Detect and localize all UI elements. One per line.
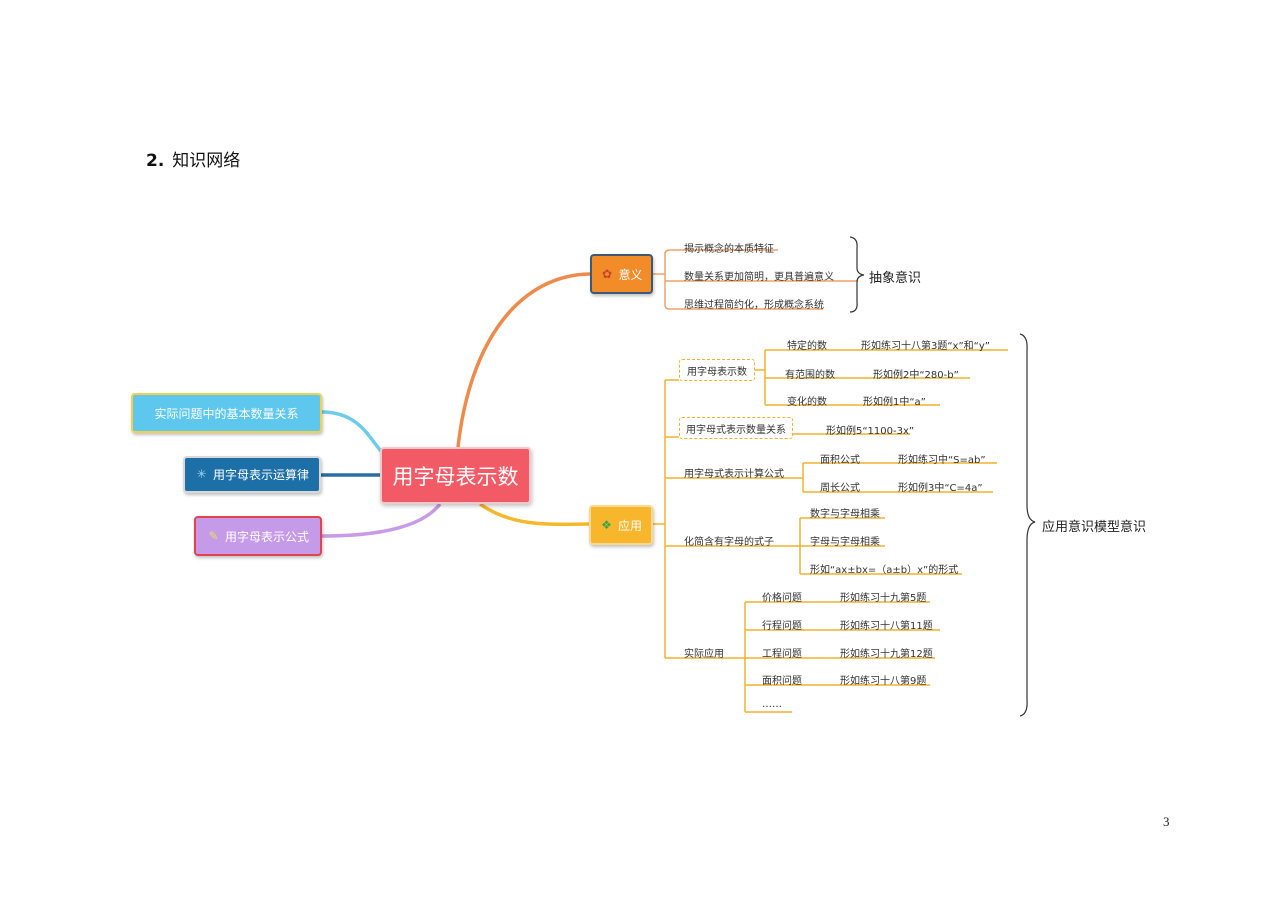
simplify-item: 数字与字母相乘 (810, 509, 880, 520)
branch-basic-label: 实际问题中的基本数量关系 (154, 406, 299, 421)
practical-item: 工程问题 (762, 649, 802, 660)
practical-item: 价格问题 (762, 593, 802, 604)
meaning-leaf: 数量关系更加简明，更具普遍意义 (684, 272, 834, 283)
simplify-item: 形如“ax±bx=（a±b）x”的形式 (810, 565, 959, 576)
page-number: 3 (1163, 814, 1170, 829)
branch-formula-label: 用字母表示公式 (224, 529, 309, 544)
branch-meaning-label: 意义 (618, 267, 643, 282)
branch-operation-laws[interactable]: ✳ 用字母表示运算律 (183, 456, 321, 493)
practical-item: …… (762, 699, 782, 710)
branch-law-label: 用字母表示运算律 (212, 468, 309, 482)
branch-basic-quantity-relations[interactable]: 实际问题中的基本数量关系 (131, 393, 322, 433)
practical-node: 实际应用 (684, 649, 724, 660)
expr-repr-example: 形如例5“1100-3x” (826, 426, 915, 437)
expr-repr-node[interactable]: 用字母式表示数量关系 (679, 417, 793, 439)
apply-summary: 应用意识模型意识 (1042, 520, 1147, 535)
meaning-leaf: 揭示概念的本质特征 (684, 244, 774, 255)
formula-example: 形如练习中“S=ab” (898, 455, 986, 466)
branch-apply[interactable]: ❖ 应用 (589, 505, 653, 545)
formula-example: 形如例3中“C=4a” (898, 483, 983, 494)
num-repr-item: 变化的数 (787, 397, 827, 408)
apply-brace (1019, 333, 1036, 717)
practical-item: 行程问题 (762, 621, 802, 632)
section-number: 2. (146, 151, 165, 171)
num-repr-item: 有范围的数 (785, 370, 835, 381)
num-repr-example: 形如例1中“a” (863, 397, 926, 408)
atom-icon: ✳ (196, 467, 207, 481)
apply-leaf-lines (653, 349, 1008, 713)
section-heading: 2. 知识网络 (146, 146, 240, 171)
practical-example: 形如练习十八第9题 (840, 676, 927, 687)
branch-apply-label: 应用 (617, 518, 642, 533)
center-topic[interactable]: 用字母表示数 (380, 447, 531, 504)
formula-repr-node: 用字母式表示计算公式 (684, 469, 784, 480)
link-center-meaning (456, 272, 591, 448)
link-center-formula (321, 502, 442, 538)
branch-formulas[interactable]: ✎ 用字母表示公式 (194, 516, 322, 556)
num-repr-example: 形如练习十八第3题“x”和“y” (861, 341, 990, 352)
practical-item: 面积问题 (762, 676, 802, 687)
practical-example: 形如练习十九第5题 (840, 593, 927, 604)
simplify-node: 化简含有字母的式子 (684, 537, 774, 548)
link-center-apply (478, 502, 590, 527)
meaning-leaf: 思维过程简约化，形成概念系统 (684, 300, 824, 311)
gift-icon: ❖ (601, 517, 612, 532)
simplify-item: 字母与字母相乘 (810, 537, 880, 548)
num-repr-item: 特定的数 (787, 341, 827, 352)
formula-item: 周长公式 (820, 483, 860, 494)
formula-item: 面积公式 (820, 455, 860, 466)
practical-example: 形如练习十八第11题 (840, 621, 933, 632)
branch-meaning[interactable]: ✿ 意义 (590, 254, 653, 294)
practical-example: 形如练习十九第12题 (840, 649, 933, 660)
meaning-leaf-lines (653, 249, 858, 310)
num-repr-node[interactable]: 用字母表示数 (679, 359, 755, 381)
meaning-brace (849, 236, 865, 313)
pin-icon: ✎ (208, 528, 219, 543)
link-center-basic (321, 410, 384, 454)
section-title: 知识网络 (172, 151, 241, 171)
brain-icon: ✿ (601, 266, 613, 281)
num-repr-example: 形如例2中“280-b” (873, 370, 959, 381)
meaning-summary: 抽象意识 (869, 271, 922, 286)
